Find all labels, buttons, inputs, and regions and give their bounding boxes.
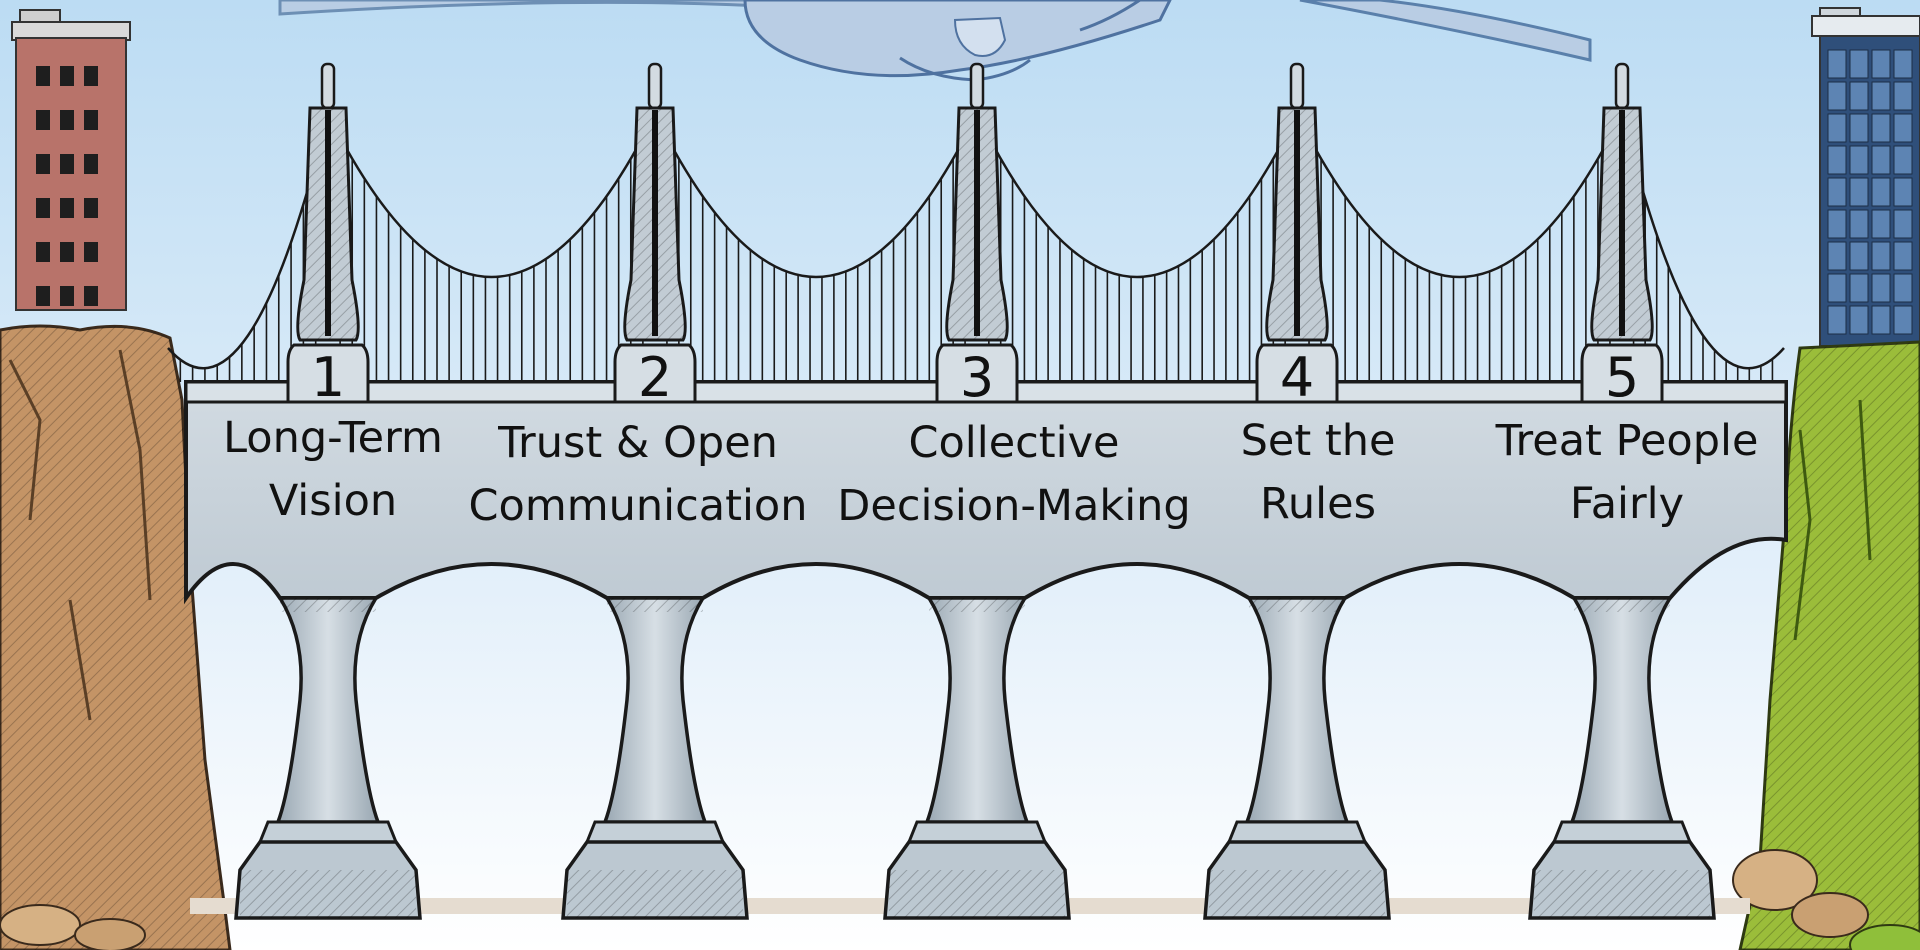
pillar-4-label-line2: Rules — [1260, 479, 1376, 529]
pillar-5-label-line2: Fairly — [1570, 479, 1684, 529]
pillar-3-number: 3 — [960, 346, 994, 409]
bridge-piers — [234, 596, 1716, 920]
pillar-4-label-line1: Set the — [1241, 416, 1396, 466]
pillar-2-number: 2 — [638, 346, 672, 409]
pillar-5-label-line1: Treat People — [1495, 416, 1759, 466]
handshake-icon — [278, 0, 1592, 82]
rock-cliff-icon — [0, 324, 232, 950]
pillar-1-label-line2: Vision — [269, 476, 397, 526]
pillar-2-label-line1: Trust & Open — [497, 418, 778, 468]
pillar-3-label-line1: Collective — [908, 418, 1119, 468]
brick-building-icon — [11, 9, 131, 311]
pillar-2-label-line2: Communication — [469, 481, 808, 531]
pillar-labels: 1 2 3 4 5 Long-Term Vision Trust & Open … — [223, 346, 1758, 531]
pillar-1-number: 1 — [311, 346, 345, 409]
pillar-5-number: 5 — [1605, 346, 1639, 409]
bridge-towers — [286, 62, 1664, 404]
pillar-4-number: 4 — [1280, 346, 1314, 409]
pillar-3-label-line2: Decision-Making — [837, 481, 1190, 531]
grass-cliff-icon — [1732, 340, 1920, 950]
glass-tower-icon — [1811, 7, 1920, 347]
pillar-1-label-line1: Long-Term — [223, 413, 443, 463]
